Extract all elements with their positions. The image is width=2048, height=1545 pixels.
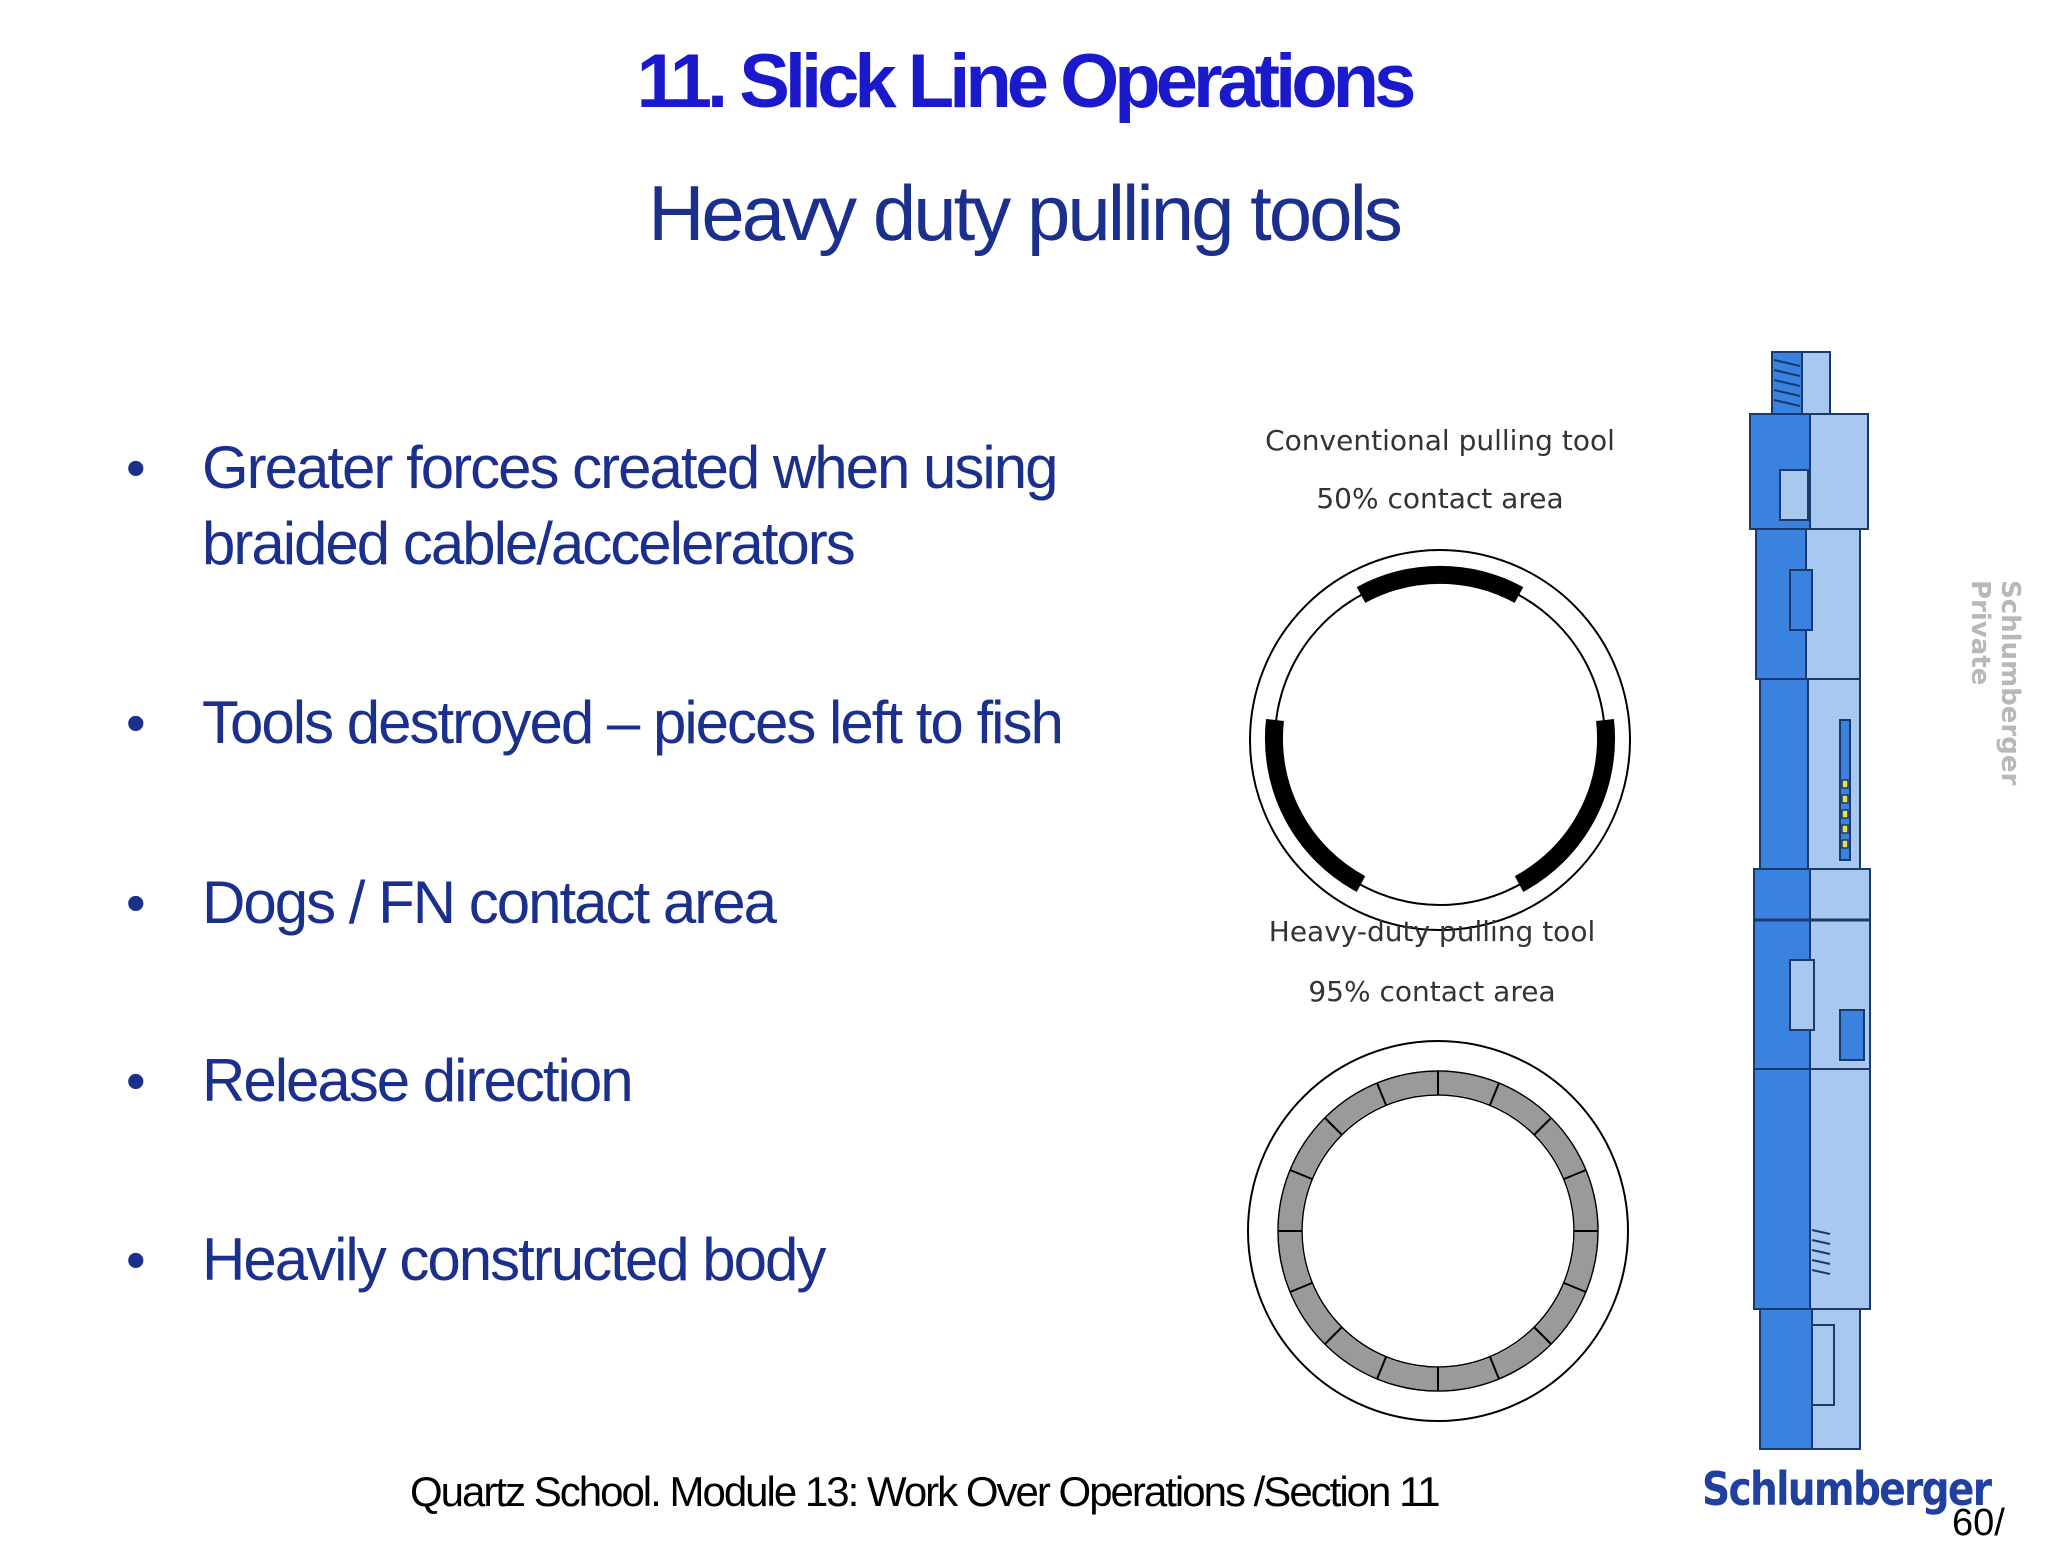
conventional-tool-caption: 50% contact area	[1316, 482, 1564, 515]
bullet-text: Release direction	[202, 1047, 634, 1114]
bullet-text: Greater forces created when using braide…	[202, 434, 1058, 577]
heavy-duty-contact-diagram	[1247, 1040, 1629, 1422]
bullet-icon: •	[126, 1228, 146, 1291]
conventional-tool-title: Conventional pulling tool	[1265, 424, 1615, 457]
page-number: 60/	[1952, 1502, 2005, 1544]
schlumberger-logo: Schlumberger	[1702, 1462, 1992, 1516]
bullet-icon: •	[126, 691, 146, 754]
watermark: Schlumberger Private	[1965, 580, 2025, 786]
bullet-icon: •	[126, 436, 146, 499]
pulling-tool-cross-section	[1749, 351, 1871, 1450]
heavy-duty-tool-title: Heavy-duty pulling tool	[1268, 915, 1596, 948]
bullet-text: Dogs / FN contact area	[202, 869, 777, 936]
bullet-icon: •	[126, 871, 146, 934]
footer-course: Quartz School. Module 13: Work Over Oper…	[410, 1468, 1441, 1515]
bullet-text: Tools destroyed – pieces left to fish	[202, 689, 1064, 756]
conventional-contact-diagram	[1249, 549, 1631, 931]
bullet-text: Heavily constructed body	[202, 1226, 826, 1293]
bullet-icon: •	[126, 1049, 146, 1112]
slide-title: 11. Slick Line Operations	[636, 39, 1417, 124]
slide-subtitle: Heavy duty pulling tools	[648, 169, 1403, 257]
heavy-duty-tool-caption: 95% contact area	[1308, 975, 1556, 1008]
